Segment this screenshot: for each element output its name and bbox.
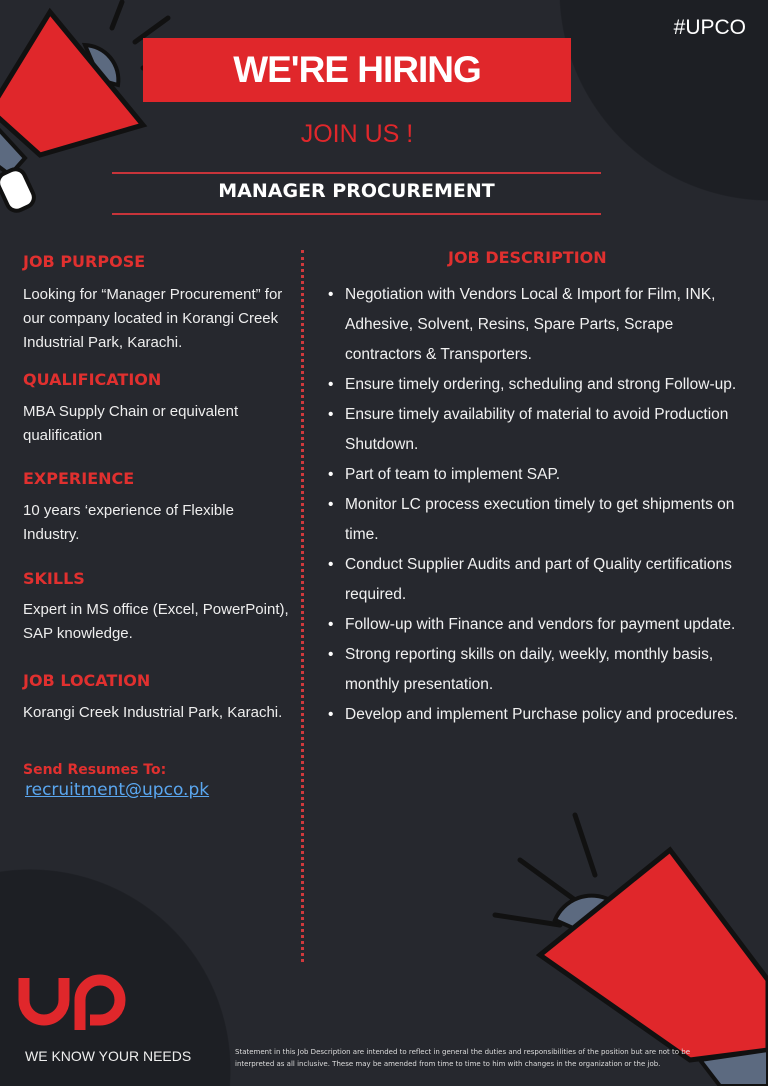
qualification-heading: QUALIFICATION bbox=[23, 370, 162, 389]
job-description-list: Negotiation with Vendors Local & Import … bbox=[328, 280, 748, 730]
list-item: Ensure timely availability of material t… bbox=[328, 400, 748, 460]
job-purpose-heading: JOB PURPOSE bbox=[23, 252, 146, 271]
qualification-text: MBA Supply Chain or equivalent qualifica… bbox=[23, 403, 239, 444]
dotted-divider bbox=[301, 250, 304, 962]
list-item: Part of team to implement SAP. bbox=[328, 460, 748, 490]
skills-heading: SKILLS bbox=[23, 569, 85, 588]
job-purpose-text: Looking for “Manager Procurement” for ou… bbox=[23, 286, 283, 351]
list-item: Monitor LC process execution timely to g… bbox=[328, 490, 748, 550]
skills-text: Expert in MS office (Excel, PowerPoint),… bbox=[23, 601, 289, 642]
hashtag: #UPCO bbox=[673, 16, 746, 39]
experience-heading: EXPERIENCE bbox=[23, 469, 135, 488]
send-resumes-label: Send Resumes To: bbox=[23, 762, 167, 778]
list-item: Negotiation with Vendors Local & Import … bbox=[328, 280, 748, 370]
tagline: WE KNOW YOUR NEEDS bbox=[25, 1048, 192, 1064]
list-item: Ensure timely ordering, scheduling and s… bbox=[328, 370, 748, 400]
hiring-banner: WE'RE HIRING bbox=[143, 38, 571, 102]
list-item: Develop and implement Purchase policy an… bbox=[328, 700, 748, 730]
divider bbox=[112, 172, 601, 174]
job-description-heading: JOB DESCRIPTION bbox=[448, 248, 607, 267]
experience-text: 10 years ‘experience of Flexible Industr… bbox=[23, 502, 234, 543]
list-item: Conduct Supplier Audits and part of Qual… bbox=[328, 550, 748, 610]
join-us: JOIN US ! bbox=[300, 120, 414, 148]
megaphone-icon bbox=[492, 812, 768, 1086]
location-heading: JOB LOCATION bbox=[23, 671, 151, 690]
disclaimer: Statement in this Job Description are in… bbox=[235, 1048, 691, 1068]
divider bbox=[112, 213, 601, 215]
email-link[interactable]: recruitment@upco.pk bbox=[25, 780, 210, 800]
location-text: Korangi Creek Industrial Park, Karachi. bbox=[23, 704, 283, 721]
megaphone-icon bbox=[0, 0, 193, 213]
list-item: Strong reporting skills on daily, weekly… bbox=[328, 640, 748, 700]
upco-logo bbox=[18, 974, 126, 1030]
position-title: MANAGER PROCUREMENT bbox=[218, 180, 495, 202]
list-item: Follow-up with Finance and vendors for p… bbox=[328, 610, 748, 640]
